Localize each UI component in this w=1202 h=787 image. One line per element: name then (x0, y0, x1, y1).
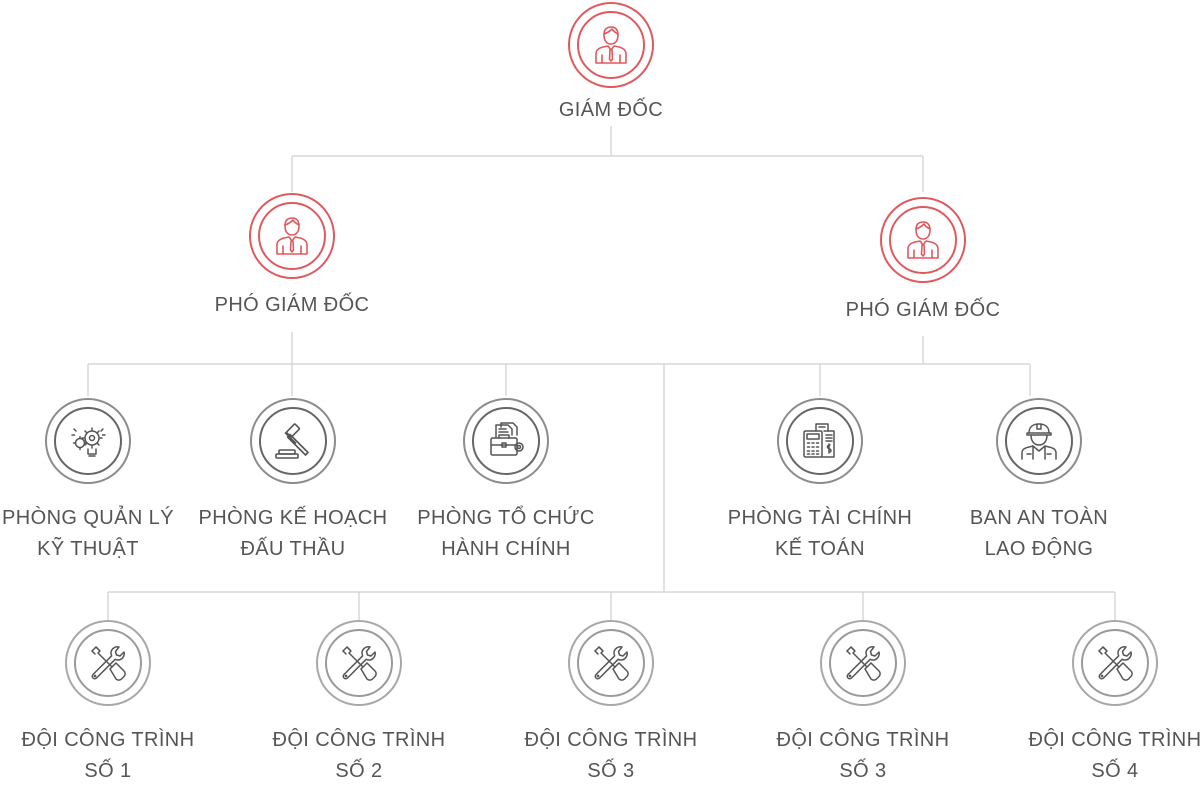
team-badge (820, 620, 906, 706)
team-label-line: SỐ 3 (587, 760, 635, 782)
department-label-line: PHÒNG TÀI CHÍNH (727, 507, 913, 529)
department-node-technical: PHÒNG QUẢN LÝ KỸ THUẬT (0, 398, 188, 565)
team-label-line: ĐỘI CÔNG TRÌNH (21, 729, 195, 751)
director-label: GIÁM ĐỐC (558, 99, 664, 121)
department-label-line: KỸ THUẬT (37, 538, 139, 560)
department-node-safety: BAN AN TOÀN LAO ĐỘNG (939, 398, 1139, 565)
team-label-line: SỐ 2 (335, 760, 383, 782)
wrench-screwdriver-icon (342, 646, 377, 681)
department-label: BAN AN TOÀN LAO ĐỘNG (970, 503, 1108, 565)
team-label-line: ĐỘI CÔNG TRÌNH (1028, 729, 1202, 751)
deputy-node-right: PHÓ GIÁM ĐỐC (823, 197, 1023, 326)
department-label: PHÒNG KẾ HOẠCH ĐẤU THẦU (199, 503, 388, 565)
gavel-icon (275, 423, 309, 459)
department-label-line: PHÒNG QUẢN LÝ (2, 507, 174, 529)
team-badge (1072, 620, 1158, 706)
wrench-screwdriver-icon (1098, 646, 1133, 681)
briefcase-documents-icon (490, 422, 524, 456)
team-label: ĐỘI CÔNG TRÌNH SỐ 1 (21, 725, 194, 787)
businessman-icon (907, 221, 939, 259)
team-node-4: ĐỘI CÔNG TRÌNH SỐ 3 (763, 620, 963, 787)
team-label-line: SỐ 3 (839, 760, 887, 782)
director-node: GIÁM ĐỐC (511, 2, 711, 126)
team-label-line: ĐỘI CÔNG TRÌNH (272, 729, 446, 751)
team-label: ĐỘI CÔNG TRÌNH SỐ 3 (776, 725, 949, 787)
department-node-admin: PHÒNG TỔ CHỨC HÀNH CHÍNH (406, 398, 606, 565)
team-node-5: ĐỘI CÔNG TRÌNH SỐ 4 (1015, 620, 1202, 787)
team-label-line: ĐỘI CÔNG TRÌNH (524, 729, 698, 751)
department-label-line: PHÒNG TỔ CHỨC (417, 507, 595, 529)
department-badge (250, 398, 336, 484)
wrench-screwdriver-icon (594, 646, 629, 681)
businessman-icon (276, 217, 308, 255)
team-label: ĐỘI CÔNG TRÌNH SỐ 3 (524, 725, 697, 787)
businessman-icon (595, 26, 627, 64)
department-node-planning: PHÒNG KẾ HOẠCH ĐẤU THẦU (193, 398, 393, 565)
team-node-1: ĐỘI CÔNG TRÌNH SỐ 1 (8, 620, 208, 787)
team-badge (65, 620, 151, 706)
department-node-finance: PHÒNG TÀI CHÍNH KẾ TOÁN (720, 398, 920, 565)
wrench-screwdriver-icon (91, 646, 126, 681)
team-label: ĐỘI CÔNG TRÌNH SỐ 4 (1028, 725, 1201, 787)
department-badge (463, 398, 549, 484)
team-badge (316, 620, 402, 706)
department-label-line: KẾ TOÁN (775, 538, 865, 560)
construction-worker-icon (1021, 423, 1057, 460)
team-label-line: SỐ 1 (84, 760, 132, 782)
department-label-line: ĐẤU THẦU (240, 538, 346, 560)
department-label: PHÒNG TỔ CHỨC HÀNH CHÍNH (417, 503, 594, 565)
director-badge (568, 2, 654, 88)
department-badge (996, 398, 1082, 484)
department-label-line: LAO ĐỘNG (984, 538, 1094, 560)
gear-bulb-icon (71, 427, 106, 457)
deputy-badge (880, 197, 966, 283)
department-label-line: PHÒNG KẾ HOẠCH (198, 507, 388, 529)
department-label: PHÒNG TÀI CHÍNH KẾ TOÁN (728, 503, 913, 565)
department-badge (777, 398, 863, 484)
department-label: PHÒNG QUẢN LÝ KỸ THUẬT (2, 503, 174, 565)
team-label-line: ĐỘI CÔNG TRÌNH (776, 729, 950, 751)
wrench-screwdriver-icon (846, 646, 881, 681)
department-badge (45, 398, 131, 484)
department-label-line: HÀNH CHÍNH (441, 538, 571, 560)
deputy-badge (249, 193, 335, 279)
department-label-line: BAN AN TOÀN (969, 507, 1109, 529)
team-node-2: ĐỘI CÔNG TRÌNH SỐ 2 (259, 620, 459, 787)
deputy-label: PHÓ GIÁM ĐỐC (214, 294, 370, 316)
calculator-invoice-icon (803, 423, 835, 458)
team-label-line: SỐ 4 (1091, 760, 1139, 782)
team-badge (568, 620, 654, 706)
team-node-3: ĐỘI CÔNG TRÌNH SỐ 3 (511, 620, 711, 787)
deputy-node-left: PHÓ GIÁM ĐỐC (192, 193, 392, 321)
deputy-label: PHÓ GIÁM ĐỐC (845, 299, 1001, 321)
team-label: ĐỘI CÔNG TRÌNH SỐ 2 (272, 725, 445, 787)
